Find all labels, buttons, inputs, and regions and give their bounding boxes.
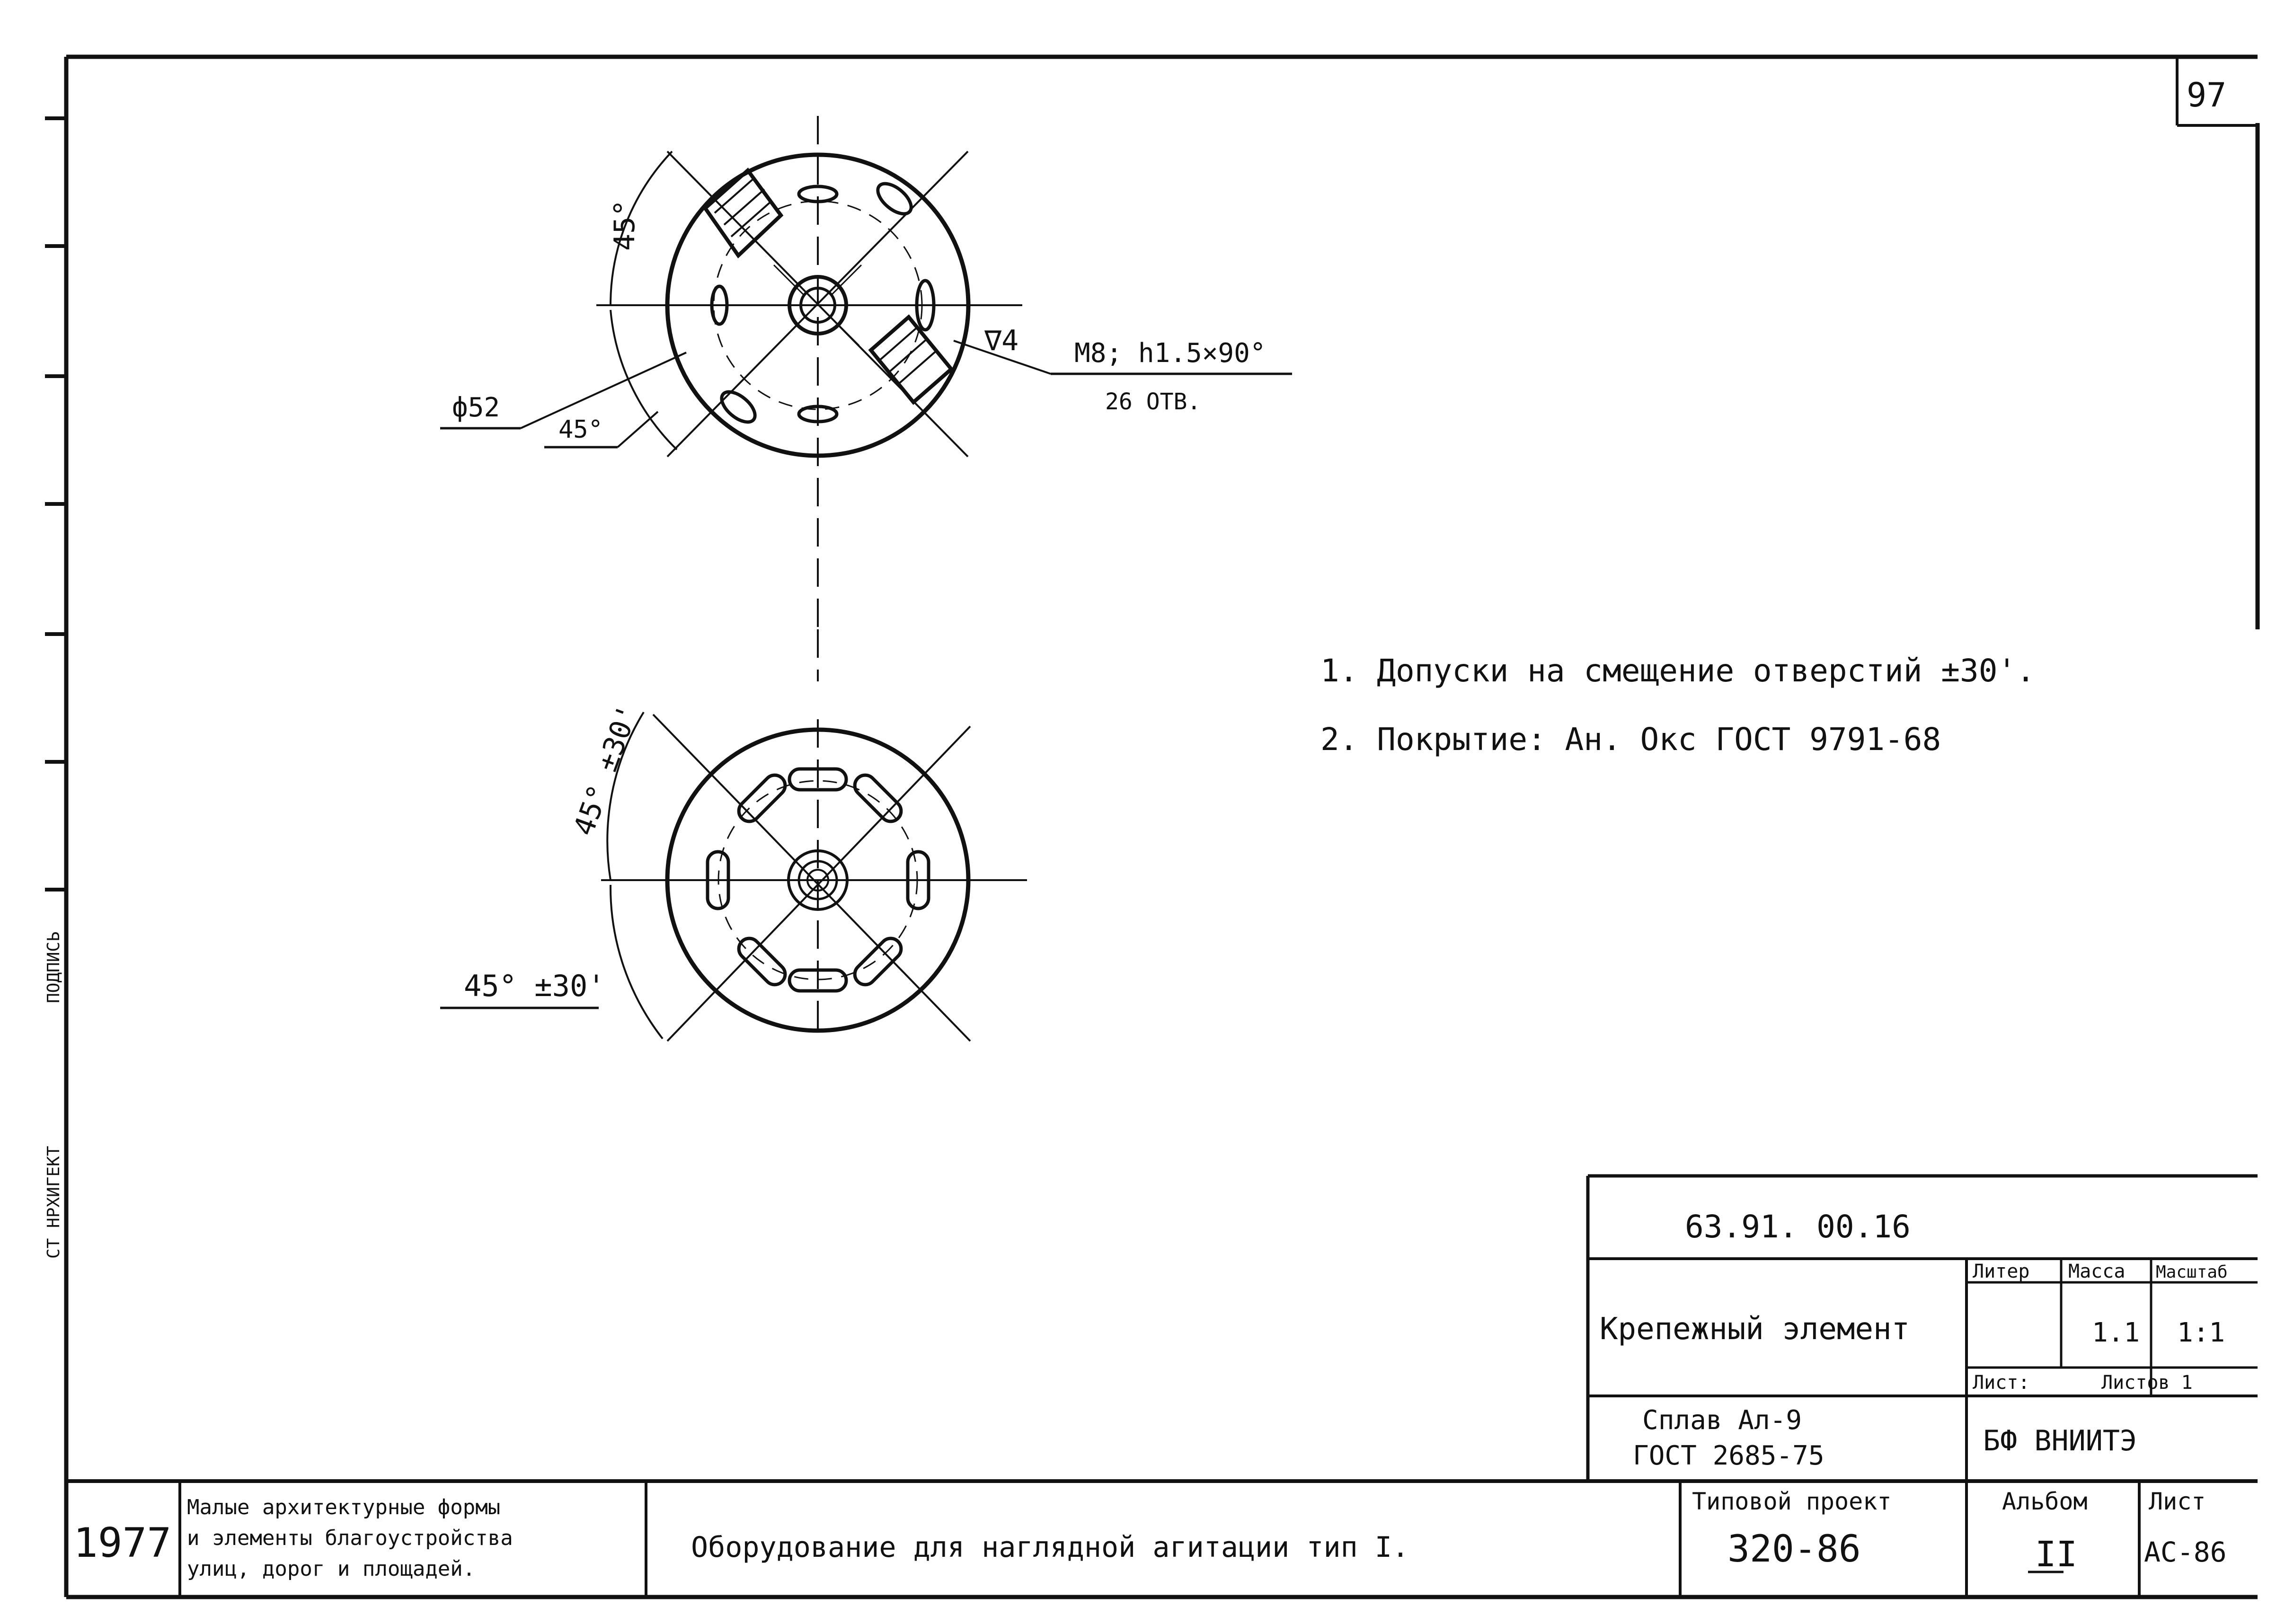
title-block: 63.91. 00.16 Крепежный элемент Литер Мас… — [66, 1174, 2258, 1597]
series-line-3: улиц, дорог и площадей. — [187, 1557, 475, 1581]
series-line-2: и элементы благоустройства — [187, 1526, 513, 1550]
organization: БФ ВНИИТЭ — [1983, 1424, 2137, 1457]
top-view: 45° ф52 45° ∇4 М8; h1.5×90° 26 ОТВ. — [440, 116, 1292, 681]
sheets-label: Листов 1 — [2101, 1372, 2193, 1394]
mass-value: 1.1 — [2092, 1317, 2140, 1348]
album-label: Альбом — [2002, 1488, 2088, 1515]
sheet-label: Лист: — [1973, 1372, 2029, 1394]
part-name: Крепежный элемент — [1600, 1312, 1910, 1347]
col-liter: Литер — [1973, 1261, 2029, 1282]
sheet-frame — [45, 54, 2260, 1599]
bottom-view-angle-label-top: 45° ±30' — [567, 700, 645, 840]
list-label: Лист — [2149, 1488, 2205, 1515]
album-value: II — [2035, 1534, 2077, 1575]
project-number: 320-86 — [1727, 1528, 1861, 1571]
top-view-angle-label-lower: 45° — [558, 415, 603, 444]
top-view-angle-label: 45° — [608, 200, 641, 251]
equipment-title: Оборудование для наглядной агитации тип … — [691, 1531, 1409, 1564]
bottom-view-outer-circle — [665, 727, 971, 1033]
technical-notes: 1. Допуски на смещение отверстий ±30'. 2… — [1320, 653, 2035, 758]
material-line-2: ГОСТ 2685-75 — [1633, 1440, 1825, 1471]
scale-value: 1:1 — [2177, 1317, 2225, 1348]
top-view-hole-count: 26 ОТВ. — [1105, 388, 1201, 415]
archive-stamp-text: СТ НРХИГЕКТ — [44, 1146, 63, 1259]
top-view-roughness-label: ∇4 — [984, 324, 1019, 357]
list-value: АС-86 — [2144, 1536, 2227, 1568]
series-line-1: Малые архитектурные формы — [187, 1495, 500, 1519]
material-line-1: Сплав Ал-9 — [1642, 1405, 1802, 1436]
bottom-view-angle-label-left: 45° ±30' — [464, 969, 605, 1003]
page-number: 97 — [2187, 76, 2226, 115]
note-2: 2. Покрытие: Ан. Окс ГОСТ 9791-68 — [1320, 721, 1941, 758]
doc-code: 63.91. 00.16 — [1685, 1209, 1911, 1245]
col-scale: Масштаб — [2156, 1262, 2228, 1282]
archive-stamp: СТ НРХИГЕКТ ПОДПИСЬ — [44, 931, 63, 1259]
year: 1977 — [73, 1519, 171, 1567]
page-number-box: 97 — [2176, 57, 2258, 127]
top-view-outer-circle — [665, 152, 971, 458]
col-mass: Масса — [2068, 1261, 2125, 1282]
note-1: 1. Допуски на смещение отверстий ±30'. — [1320, 653, 2035, 689]
top-view-thread-spec: М8; h1.5×90° — [1074, 338, 1266, 369]
top-view-diameter-label: ф52 — [452, 392, 500, 423]
bottom-view: 45° ±30' 45° ±30' — [440, 700, 1027, 1042]
archive-stamp-signature: ПОДПИСЬ — [44, 931, 63, 1003]
project-label: Типовой проект — [1692, 1488, 1891, 1515]
